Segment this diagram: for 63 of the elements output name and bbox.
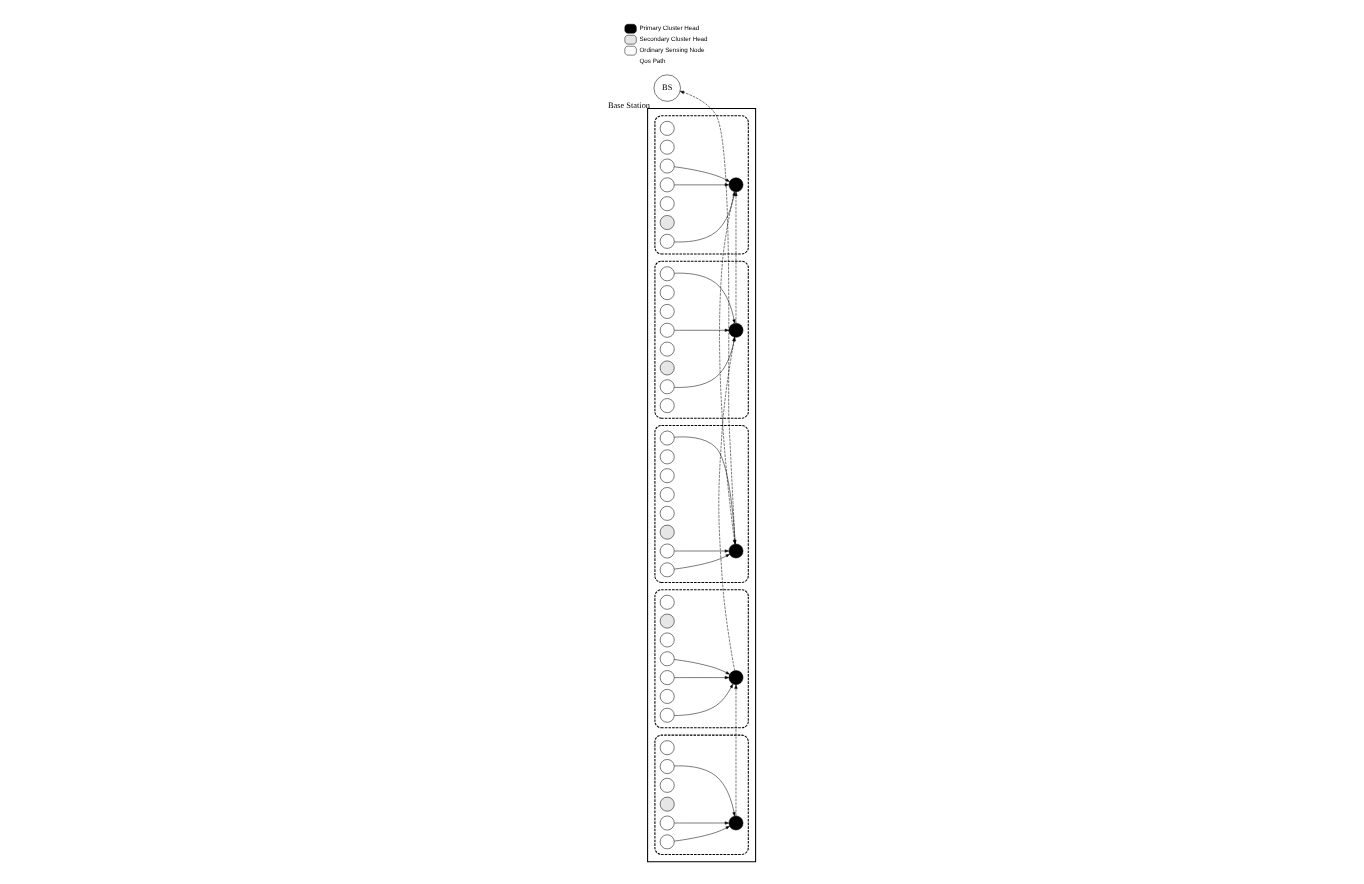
node-circle [659, 631, 675, 647]
node-circle [659, 303, 675, 318]
node-circle [659, 467, 675, 482]
node-circle [659, 612, 675, 628]
cluster [654, 733, 749, 854]
node-circle [659, 340, 675, 356]
cluster [654, 423, 749, 582]
node-circle [659, 777, 675, 792]
node-circle [659, 669, 675, 684]
node-circle [659, 505, 675, 520]
cluster [654, 259, 749, 418]
arrow [674, 764, 736, 816]
arrow [674, 548, 729, 552]
node-circle [659, 593, 675, 609]
arrow [674, 190, 736, 242]
node-circle [659, 321, 675, 337]
node-circle [659, 284, 675, 299]
node-circle [659, 214, 675, 229]
node-circle [728, 176, 744, 192]
node-circle [659, 429, 675, 445]
node-circle [659, 176, 675, 192]
node-circle [659, 378, 675, 394]
arrow [674, 336, 736, 387]
cluster [654, 588, 749, 728]
node-circle [659, 265, 675, 281]
node-circle [659, 739, 675, 754]
node-circle [659, 523, 675, 539]
node-circle [659, 359, 675, 375]
node-circle [659, 138, 675, 154]
arrow [734, 683, 738, 816]
node-circle [728, 321, 744, 337]
node-circle [659, 120, 675, 135]
node-circle [659, 833, 675, 849]
cluster [654, 114, 749, 254]
arrow [674, 271, 736, 323]
node-circle [659, 448, 675, 464]
arrow [674, 182, 729, 186]
node-circle [659, 157, 675, 173]
node-circle [659, 397, 675, 412]
node-circle [728, 814, 744, 830]
node-circle [659, 542, 675, 558]
node-circle [659, 561, 675, 577]
node-circle [659, 650, 675, 666]
arrow [674, 327, 729, 331]
arrow [674, 553, 730, 569]
node-circle [659, 486, 675, 501]
arrow [674, 682, 733, 715]
node-circle [659, 706, 675, 722]
node-circle [659, 688, 675, 703]
arrow [674, 825, 730, 841]
arrow [674, 658, 730, 674]
node-circle [728, 542, 744, 558]
node-circle [659, 814, 675, 830]
arrow [674, 675, 729, 679]
arrow [674, 820, 729, 824]
cluster [647, 106, 757, 862]
node-circle [659, 233, 675, 248]
arrow [734, 190, 738, 323]
node-circle [659, 195, 675, 210]
node-circle [659, 795, 675, 811]
node-circle [728, 669, 744, 684]
node-circle [659, 758, 675, 773]
arrow [674, 165, 730, 181]
